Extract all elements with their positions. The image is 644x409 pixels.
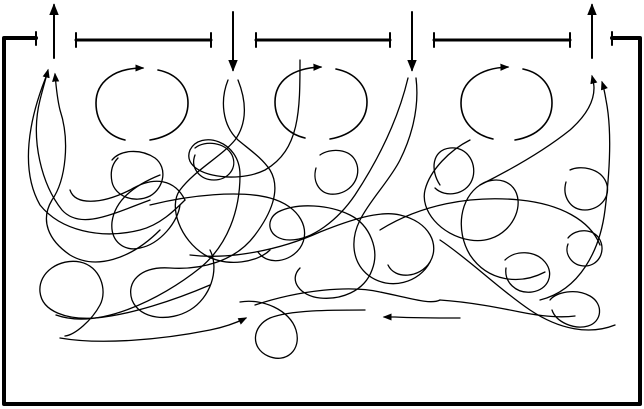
streamline-inlet-2-a: [269, 77, 409, 299]
streamline-bottom-left-loop: [39, 260, 211, 337]
circulation-cell-3: [460, 63, 553, 141]
circulation-cell-1: [95, 64, 189, 141]
streamline-inlet-2-loop-left: [314, 149, 359, 195]
streamline-right-cross: [379, 198, 601, 246]
streamline-to-bottom-center-2: [439, 299, 576, 318]
tank-wall: [2, 36, 642, 406]
streamline-inlet-1-a: [130, 79, 276, 319]
streamline-right-lower: [439, 239, 616, 331]
lid-segment-2: [254, 32, 392, 48]
streamline-left-outlet-c: [69, 180, 186, 202]
streamline-to-right-outlet-2: [539, 80, 611, 301]
streamline-left-outlet-a: [55, 59, 301, 320]
lid-segment-1: [74, 32, 213, 48]
streamline-to-left-outlet-2: [45, 72, 161, 263]
streamline-right-loop-mid: [566, 230, 603, 267]
streamline-right-loop-center: [504, 252, 551, 293]
streamline-inlet-1-c: [111, 174, 181, 250]
streamline-right-outlet-b: [433, 147, 475, 195]
streamline-right-outlet-a: [423, 139, 546, 281]
streamline-inlet-2-b: [353, 77, 431, 285]
streamline-to-right-outlet: [479, 74, 598, 186]
streamline-bottom-center-loop: [239, 300, 366, 359]
streamline-inlet-1-right-loop: [193, 142, 235, 181]
streamline-center-long: [149, 193, 306, 262]
streamline-center-cross: [189, 213, 435, 276]
streamline-inlet-1-b: [174, 79, 271, 263]
streamline-mid-left-loop: [110, 150, 164, 200]
streamline-to-left-outlet: [35, 68, 151, 221]
streamline-into-center-arrow: [382, 313, 461, 321]
streamline-to-bottom-center: [59, 317, 248, 342]
lid-segment-3: [432, 32, 572, 48]
circulation-cell-2: [274, 63, 368, 140]
streamline-right-loop-bottom: [549, 290, 601, 328]
streamline-to-bottom-right: [254, 288, 441, 306]
streamline-left-outlet-b: [27, 71, 186, 235]
streamline-right-loop-top: [564, 167, 609, 211]
